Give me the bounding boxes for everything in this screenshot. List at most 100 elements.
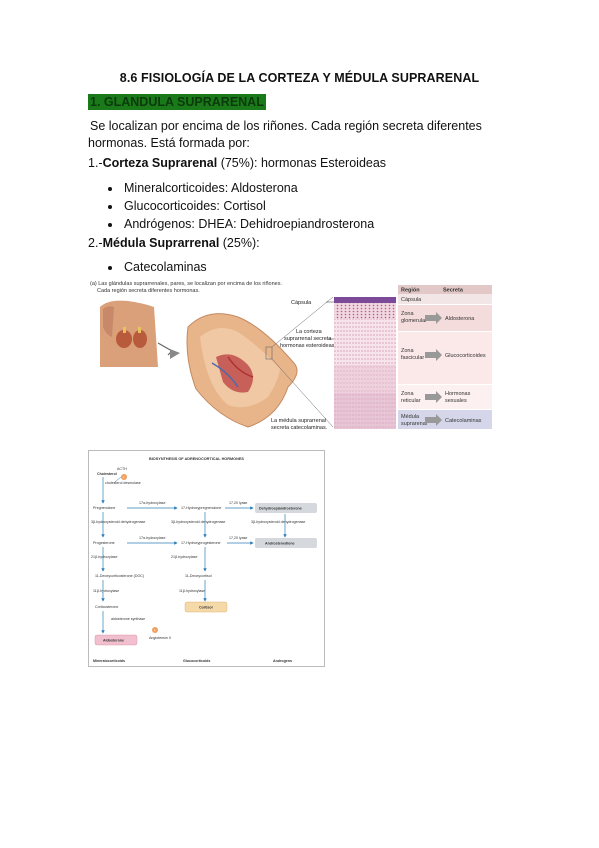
badge-sign: +: [154, 627, 157, 632]
enzyme-21-hydroxylase: 21β-hydroxylase: [91, 555, 117, 559]
table-cell: Hormonas: [445, 391, 471, 397]
caption-b: Cada región secreta diferentes hormonas.: [97, 288, 200, 294]
table-head-region: Región: [401, 288, 420, 294]
item-corteza-prefix: 1.-: [88, 156, 103, 170]
enzyme-desmolase: cholesterol desmolase: [105, 481, 141, 485]
label-medula-2: secreta catecolaminas.: [271, 425, 328, 431]
section-heading: 1. GLANDULA SUPRARENAL: [88, 94, 266, 110]
list-item: Mineralcorticoides: Aldosterona: [122, 179, 374, 197]
page-title: 8.6 FISIOLOGÍA DE LA CORTEZA Y MÉDULA SU…: [119, 71, 480, 85]
biosynthesis-svg: BIOSYNTHESIS OF ADRENOCORTICAL HORMONES …: [91, 457, 317, 663]
acth-badge-icon: [121, 474, 127, 480]
table-cell: Aldosterona: [445, 316, 475, 322]
medula-bullets: Catecolaminas: [102, 258, 207, 276]
acth-label: ACTH: [117, 467, 127, 471]
node-pregnenolone: Pregnenolone: [93, 506, 115, 510]
table-cell: Catecolaminas: [445, 418, 482, 424]
enzyme-hsd-left: 3β-hydroxysteroid dehydrogenase: [91, 520, 145, 524]
label-corteza-2: suprarrenal secreta: [284, 336, 332, 342]
inset-line: [271, 296, 334, 348]
item-medula: 2.-Médula Suprarrenal (25%):: [88, 236, 260, 250]
item-corteza: 1.-Corteza Suprarenal (75%): hormonas Es…: [88, 156, 386, 170]
arrow-icon: [425, 349, 442, 361]
table-cell: Zona: [401, 348, 414, 354]
histology-micrograph: [334, 297, 396, 429]
node-dhea: Dehydroepiandrosterone: [259, 507, 302, 511]
inset-marker: [265, 346, 273, 360]
label-capsula: Cápsula: [291, 300, 312, 306]
node-box-aldosterone: [94, 634, 138, 646]
intro-paragraph: Se localizan por encima de los riñones. …: [88, 118, 508, 152]
intro-line-2: hormonas. Está formada por:: [88, 136, 250, 150]
inset-line: [271, 358, 334, 428]
arrow-icon: [425, 414, 442, 426]
biosynthesis-diagram: BIOSYNTHESIS OF ADRENOCORTICAL HORMONES …: [88, 450, 325, 667]
table-cell: sexuales: [445, 398, 467, 404]
enzyme-17a-hydroxylase-2: 17α-hydroxylase: [139, 536, 165, 540]
gland-cross-section: [186, 313, 298, 428]
node-box-androstenedione: [255, 538, 317, 548]
table-head-secreta: Secreta: [443, 288, 464, 294]
node-box-dhea: [255, 503, 317, 513]
node-cholesterol: Cholesterol: [97, 472, 117, 476]
region-secretion-table: Región Secreta Cápsula Zona glomerular A…: [398, 285, 492, 429]
table-cell: fascicular: [401, 355, 424, 361]
column-androgens: Androgens: [273, 659, 292, 663]
node-17-hydroxypregnenolone: 17-Hydroxypregnenolone: [181, 506, 221, 510]
arrow-icon: [425, 391, 442, 403]
label-corteza-3: hormonas esteroideas.: [280, 343, 336, 349]
table-cell: reticular: [401, 398, 421, 404]
node-doc: 11-Deoxycorticosterone (DOC): [95, 574, 144, 578]
corteza-bullets: Mineralcorticoides: Aldosterona Glucocor…: [102, 179, 374, 233]
enzyme-11b-hydroxylase-2: 11β-hydroxylase: [179, 589, 205, 593]
enzyme-lyase-2: 17,20 lyase: [229, 536, 247, 540]
adrenal-gland-figure: (a) Las glándulas suprarrenales, pares, …: [88, 277, 493, 432]
item-medula-prefix: 2.-: [88, 236, 103, 250]
arrow-icon: [425, 312, 442, 324]
item-corteza-rest: (75%): hormonas Esteroideas: [217, 156, 387, 170]
diagram-title: BIOSYNTHESIS OF ADRENOCORTICAL HORMONES: [149, 457, 244, 461]
torso-illustration: [100, 300, 158, 367]
table-cell: Zona: [401, 391, 414, 397]
badge-sign: +: [123, 474, 126, 479]
caption-a: (a) Las glándulas suprarrenales, pares, …: [90, 281, 282, 287]
table-cell: Glucocorticoides: [445, 353, 486, 359]
node-cortisol: Cortisol: [199, 606, 213, 610]
connector: [114, 476, 122, 483]
item-medula-rest: (25%):: [219, 236, 260, 250]
angiotensin-label: Angiotensin II: [149, 636, 171, 640]
label-corteza-1: La corteza: [296, 329, 323, 335]
item-corteza-bold: Corteza Suprarenal: [102, 156, 218, 170]
intro-line-1: Se localizan por encima de los riñones. …: [90, 119, 482, 133]
list-item: Glucocorticoides: Cortisol: [122, 197, 374, 215]
table-cell: Zona: [401, 311, 414, 317]
table-cell: Médula: [401, 414, 420, 420]
node-aldosterone: Aldosterone: [103, 639, 124, 643]
table-capsula: Cápsula: [401, 297, 422, 303]
node-androstenedione: Androstenedione: [265, 542, 295, 546]
node-corticosterone: Corticosterone: [95, 605, 118, 609]
enzyme-aldo-synthase: aldosterone synthase: [111, 617, 145, 621]
pointer-arrow: [157, 342, 173, 356]
node-11-deoxycortisol: 11-Deoxycortisol: [185, 574, 212, 578]
angiotensin-badge-icon: [152, 627, 158, 633]
table-cell: suprarenal: [401, 421, 427, 427]
column-mineralocorticoids: Mineralocorticoids: [93, 659, 125, 663]
node-17-hydroxyprogesterone: 17-Hydroxyprogesterone: [181, 541, 221, 545]
table-row: [398, 385, 492, 409]
list-item: Andrógenos: DHEA: Dehidroepiandrosterona: [122, 215, 374, 233]
pointer-arrowhead: [170, 349, 180, 359]
enzyme-17a-hydroxylase: 17α-hydroxylase: [139, 501, 165, 505]
enzyme-21-hydroxylase-2: 21β-hydroxylase: [171, 555, 197, 559]
enzyme-hsd-mid: 3β-hydroxysteroid dehydrogenase: [171, 520, 225, 524]
table-cell: glomerular: [401, 318, 427, 324]
item-medula-bold: Médula Suprarrenal: [102, 236, 220, 250]
list-item: Catecolaminas: [122, 258, 207, 276]
table-row: [398, 332, 492, 384]
node-box-cortisol: [184, 601, 228, 613]
column-glucocorticoids: Glucocorticoids: [183, 659, 210, 663]
enzyme-11b-hydroxylase: 11β-hydroxylase: [93, 589, 119, 593]
enzyme-hsd-right: 3β-hydroxysteroid dehydrogenase: [251, 520, 305, 524]
enzyme-lyase: 17,20 lyase: [229, 501, 247, 505]
